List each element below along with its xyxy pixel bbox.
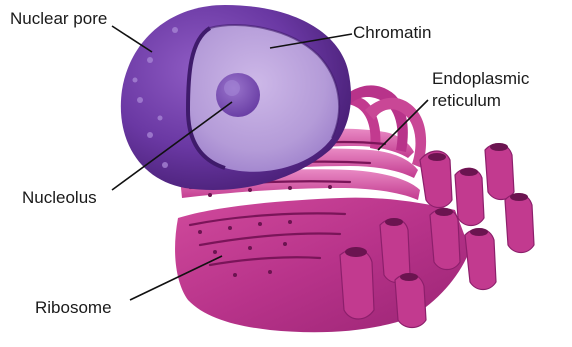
ribosome-dot <box>283 242 287 246</box>
tube-opening <box>490 143 508 151</box>
nuclear-pore-dot <box>147 57 153 63</box>
tube-opening <box>460 168 478 176</box>
smooth-er-tube <box>485 144 514 200</box>
label-chromatin: Chromatin <box>353 23 431 42</box>
ribosome-dot <box>198 230 202 234</box>
nuclear-pore-dot <box>172 27 178 33</box>
smooth-er-tube <box>465 229 496 290</box>
nuclear-pore-dot <box>162 162 168 168</box>
ribosome-dot <box>288 186 292 190</box>
nucleolus-highlight <box>224 80 240 96</box>
nuclear-pore-dot <box>137 97 143 103</box>
tube-opening <box>400 273 418 281</box>
tube-opening <box>345 247 367 257</box>
ribosome-dot <box>288 220 292 224</box>
smooth-er-tube <box>505 194 534 253</box>
smooth-er-tube <box>380 219 410 283</box>
nuclear-pore-dot <box>158 116 163 121</box>
ribosome-dot <box>248 246 252 250</box>
smooth-er-tube <box>395 274 426 328</box>
ribosome-dot <box>268 270 272 274</box>
ribosome-dot <box>258 222 262 226</box>
smooth-er-tube <box>430 209 460 270</box>
tube-opening <box>435 208 453 216</box>
nucleolus-body <box>216 73 260 117</box>
ribosome-dot <box>328 185 332 189</box>
label-nuclear-pore: Nuclear pore <box>10 9 107 28</box>
ribosome-dot <box>233 273 237 277</box>
label-reticulum: reticulum <box>432 91 501 110</box>
smooth-er-tube <box>340 249 374 319</box>
nuclear-pore-dot <box>147 132 153 138</box>
label-ribosome: Ribosome <box>35 298 112 317</box>
ribosome-dot <box>228 226 232 230</box>
nuclear-pore-dot <box>133 78 138 83</box>
label-nucleolus: Nucleolus <box>22 188 97 207</box>
ribosome-dot <box>248 188 252 192</box>
tube-opening <box>428 153 446 161</box>
ribosome-dot <box>208 193 212 197</box>
ribosome-dot <box>213 250 217 254</box>
tube-opening <box>510 193 528 201</box>
tube-opening <box>385 218 403 226</box>
tube-opening <box>470 228 488 236</box>
label-endoplasmic: Endoplasmic <box>432 69 530 88</box>
smooth-er-tube <box>455 168 484 225</box>
